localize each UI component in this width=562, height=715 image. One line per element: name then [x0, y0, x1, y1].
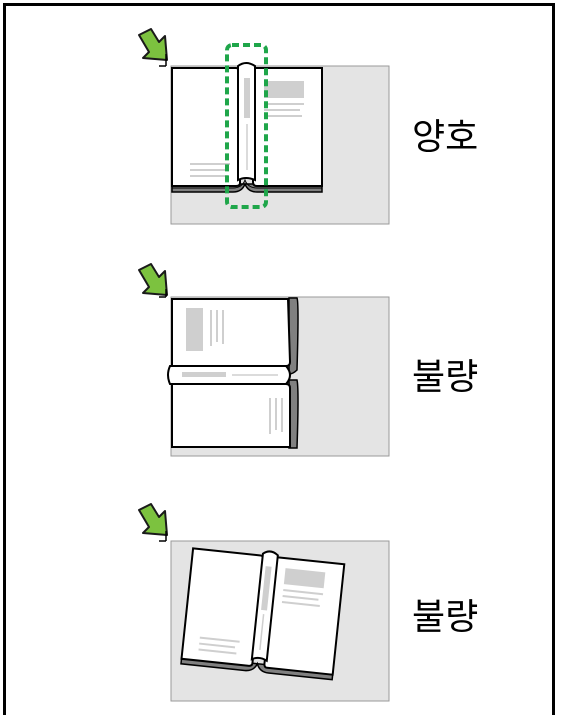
panel-bad-skewed: [138, 503, 390, 702]
corner-marker: [159, 54, 167, 67]
placement-arrow-icon: [138, 503, 168, 536]
panel-bad-rotated: [138, 263, 390, 457]
placement-arrow-icon: [138, 263, 168, 296]
corner-marker: [159, 289, 167, 298]
status-label-bad-rotated: 불량: [412, 357, 479, 398]
status-label-bad-skewed: 불량: [412, 597, 479, 638]
highlight-box-icon: [225, 43, 268, 209]
book-icon: [180, 547, 346, 681]
book-icon: [167, 297, 299, 449]
book-icon: [171, 62, 323, 193]
diagram-frame: [3, 3, 555, 715]
placement-arrow-icon: [138, 28, 168, 61]
status-label-good: 양호: [412, 117, 479, 158]
panel-good: [138, 28, 390, 225]
corner-marker: [159, 531, 167, 542]
